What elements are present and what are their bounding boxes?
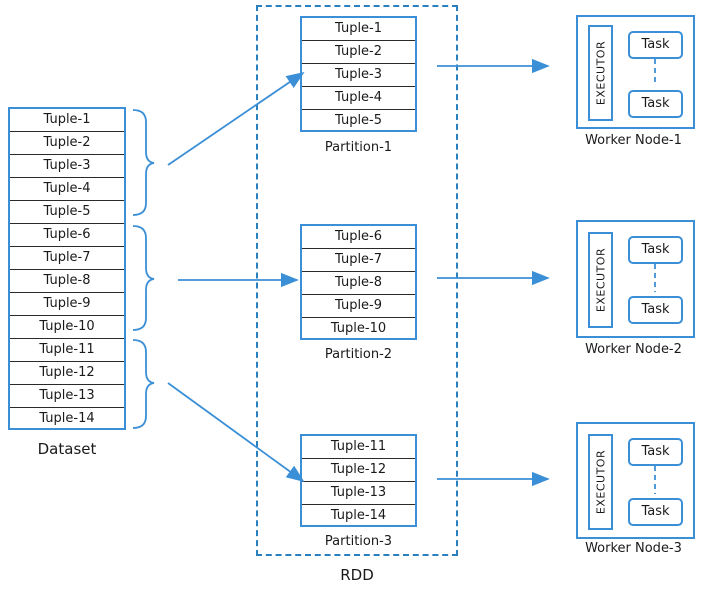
partition-row: Tuple-9 <box>302 295 415 318</box>
brace-group-1 <box>132 109 155 216</box>
partition-row: Tuple-5 <box>334 113 383 128</box>
dataset-row: Tuple-5 <box>10 201 124 224</box>
dataset-row: Tuple-10 <box>10 316 124 339</box>
partition-row: Tuple-11 <box>302 436 415 459</box>
dataset-row: Tuple-8 <box>10 270 124 293</box>
dataset-stack: Tuple-1 Tuple-2 Tuple-3 Tuple-4 Tuple-5 … <box>8 107 126 430</box>
dataset-row: Tuple-6 <box>10 224 124 247</box>
partition-3-label: Partition-3 <box>324 534 393 549</box>
worker-node-3-label: Worker Node-3 <box>585 541 682 556</box>
partition-row: Tuple-1 <box>302 18 415 41</box>
dataset-row: Tuple-9 <box>10 293 124 316</box>
partition-2-stack: Tuple-6 Tuple-7 Tuple-8 Tuple-9 Tuple-10 <box>300 224 417 340</box>
partition-1-label: Partition-1 <box>324 140 393 155</box>
partition-row: Tuple-13 <box>302 482 415 505</box>
executor-box: EXECUTOR <box>588 434 613 530</box>
worker-node-2-label: Worker Node-2 <box>585 342 682 357</box>
brace-group-3 <box>132 339 155 429</box>
dataset-row: Tuple-13 <box>10 385 124 408</box>
worker-node-1: EXECUTOR Task Task <box>576 15 695 129</box>
partition-2-label: Partition-2 <box>324 347 393 362</box>
task-box: Task <box>628 236 683 264</box>
partition-row: Tuple-3 <box>302 64 415 87</box>
task-box: Task <box>628 498 683 526</box>
brace-group-2 <box>132 225 155 331</box>
task-box: Task <box>628 438 683 466</box>
partition-row: Tuple-12 <box>302 459 415 482</box>
executor-box: EXECUTOR <box>588 232 613 328</box>
arrow-dataset-to-partition-3 <box>167 382 305 483</box>
partition-row: Tuple-6 <box>302 226 415 249</box>
dataset-row: Tuple-4 <box>10 178 124 201</box>
task-box: Task <box>628 296 683 324</box>
task-box: Task <box>628 90 683 118</box>
worker-node-1-label: Worker Node-1 <box>585 133 682 148</box>
rdd-label: RDD <box>340 566 374 584</box>
worker-node-2: EXECUTOR Task Task <box>576 220 695 338</box>
dataset-row: Tuple-11 <box>10 339 124 362</box>
partition-row: Tuple-14 <box>330 508 387 523</box>
dataset-row: Tuple-2 <box>10 132 124 155</box>
partition-row: Tuple-8 <box>302 272 415 295</box>
arrow-dataset-to-partition-1 <box>167 71 305 166</box>
partition-row: Tuple-10 <box>330 321 387 336</box>
partition-row: Tuple-4 <box>302 87 415 110</box>
worker-node-3: EXECUTOR Task Task <box>576 422 695 539</box>
partition-row: Tuple-2 <box>302 41 415 64</box>
dataset-label: Dataset <box>37 440 97 458</box>
partition-3-stack: Tuple-11 Tuple-12 Tuple-13 Tuple-14 <box>300 434 417 527</box>
task-box: Task <box>628 31 683 59</box>
dataset-row: Tuple-1 <box>10 109 124 132</box>
executor-box: EXECUTOR <box>588 25 613 121</box>
dataset-row: Tuple-7 <box>10 247 124 270</box>
partition-row: Tuple-7 <box>302 249 415 272</box>
dataset-row: Tuple-14 <box>39 411 95 426</box>
dataset-row: Tuple-12 <box>10 362 124 385</box>
dataset-row: Tuple-3 <box>10 155 124 178</box>
